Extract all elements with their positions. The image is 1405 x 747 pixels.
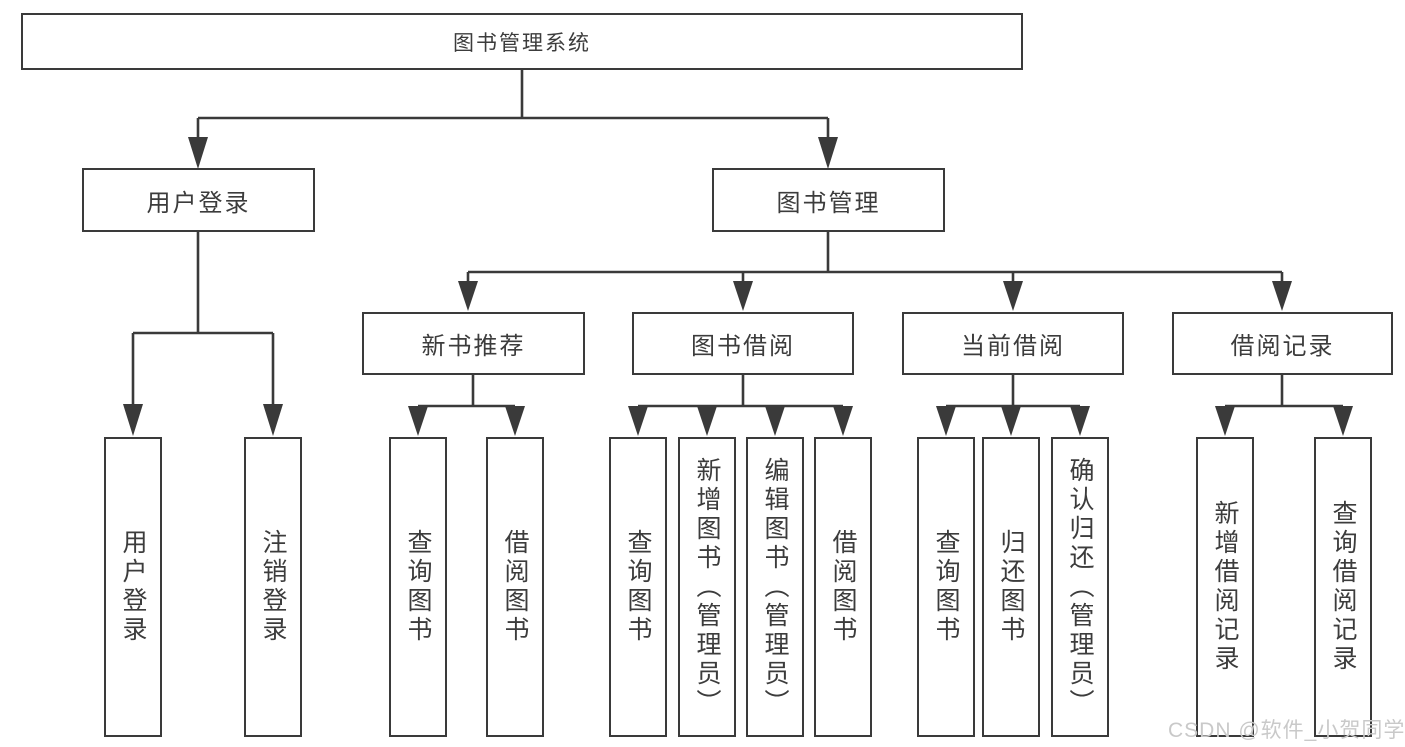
node-user-login: 用户登录 — [82, 168, 315, 232]
leaf-user-login: 用户登录 — [104, 437, 162, 737]
leaf-edit-book-admin: 编辑图书（管理员） — [746, 437, 804, 737]
leaf-confirm-return-admin: 确认归还（管理员） — [1051, 437, 1109, 737]
leaf-add-borrow-record: 新增借阅记录 — [1196, 437, 1254, 737]
leaf-return-books: 归还图书 — [982, 437, 1040, 737]
node-library-management-system: 图书管理系统 — [21, 13, 1023, 70]
leaf-add-book-admin: 新增图书（管理员） — [678, 437, 736, 737]
node-borrowing-records: 借阅记录 — [1172, 312, 1393, 375]
node-book-management: 图书管理 — [712, 168, 945, 232]
leaf-query-books-borrowing: 查询图书 — [609, 437, 667, 737]
csdn-watermark: CSDN @软件_小贺同学 — [1168, 719, 1405, 742]
leaf-query-books-recommend: 查询图书 — [389, 437, 447, 737]
node-current-borrowing: 当前借阅 — [902, 312, 1124, 375]
node-book-borrowing: 图书借阅 — [632, 312, 854, 375]
leaf-borrow-books-borrowing: 借阅图书 — [814, 437, 872, 737]
leaf-query-borrow-record: 查询借阅记录 — [1314, 437, 1372, 737]
leaf-borrow-books-recommend: 借阅图书 — [486, 437, 544, 737]
leaf-logout: 注销登录 — [244, 437, 302, 737]
leaf-query-books-current: 查询图书 — [917, 437, 975, 737]
node-new-book-recommend: 新书推荐 — [362, 312, 585, 375]
